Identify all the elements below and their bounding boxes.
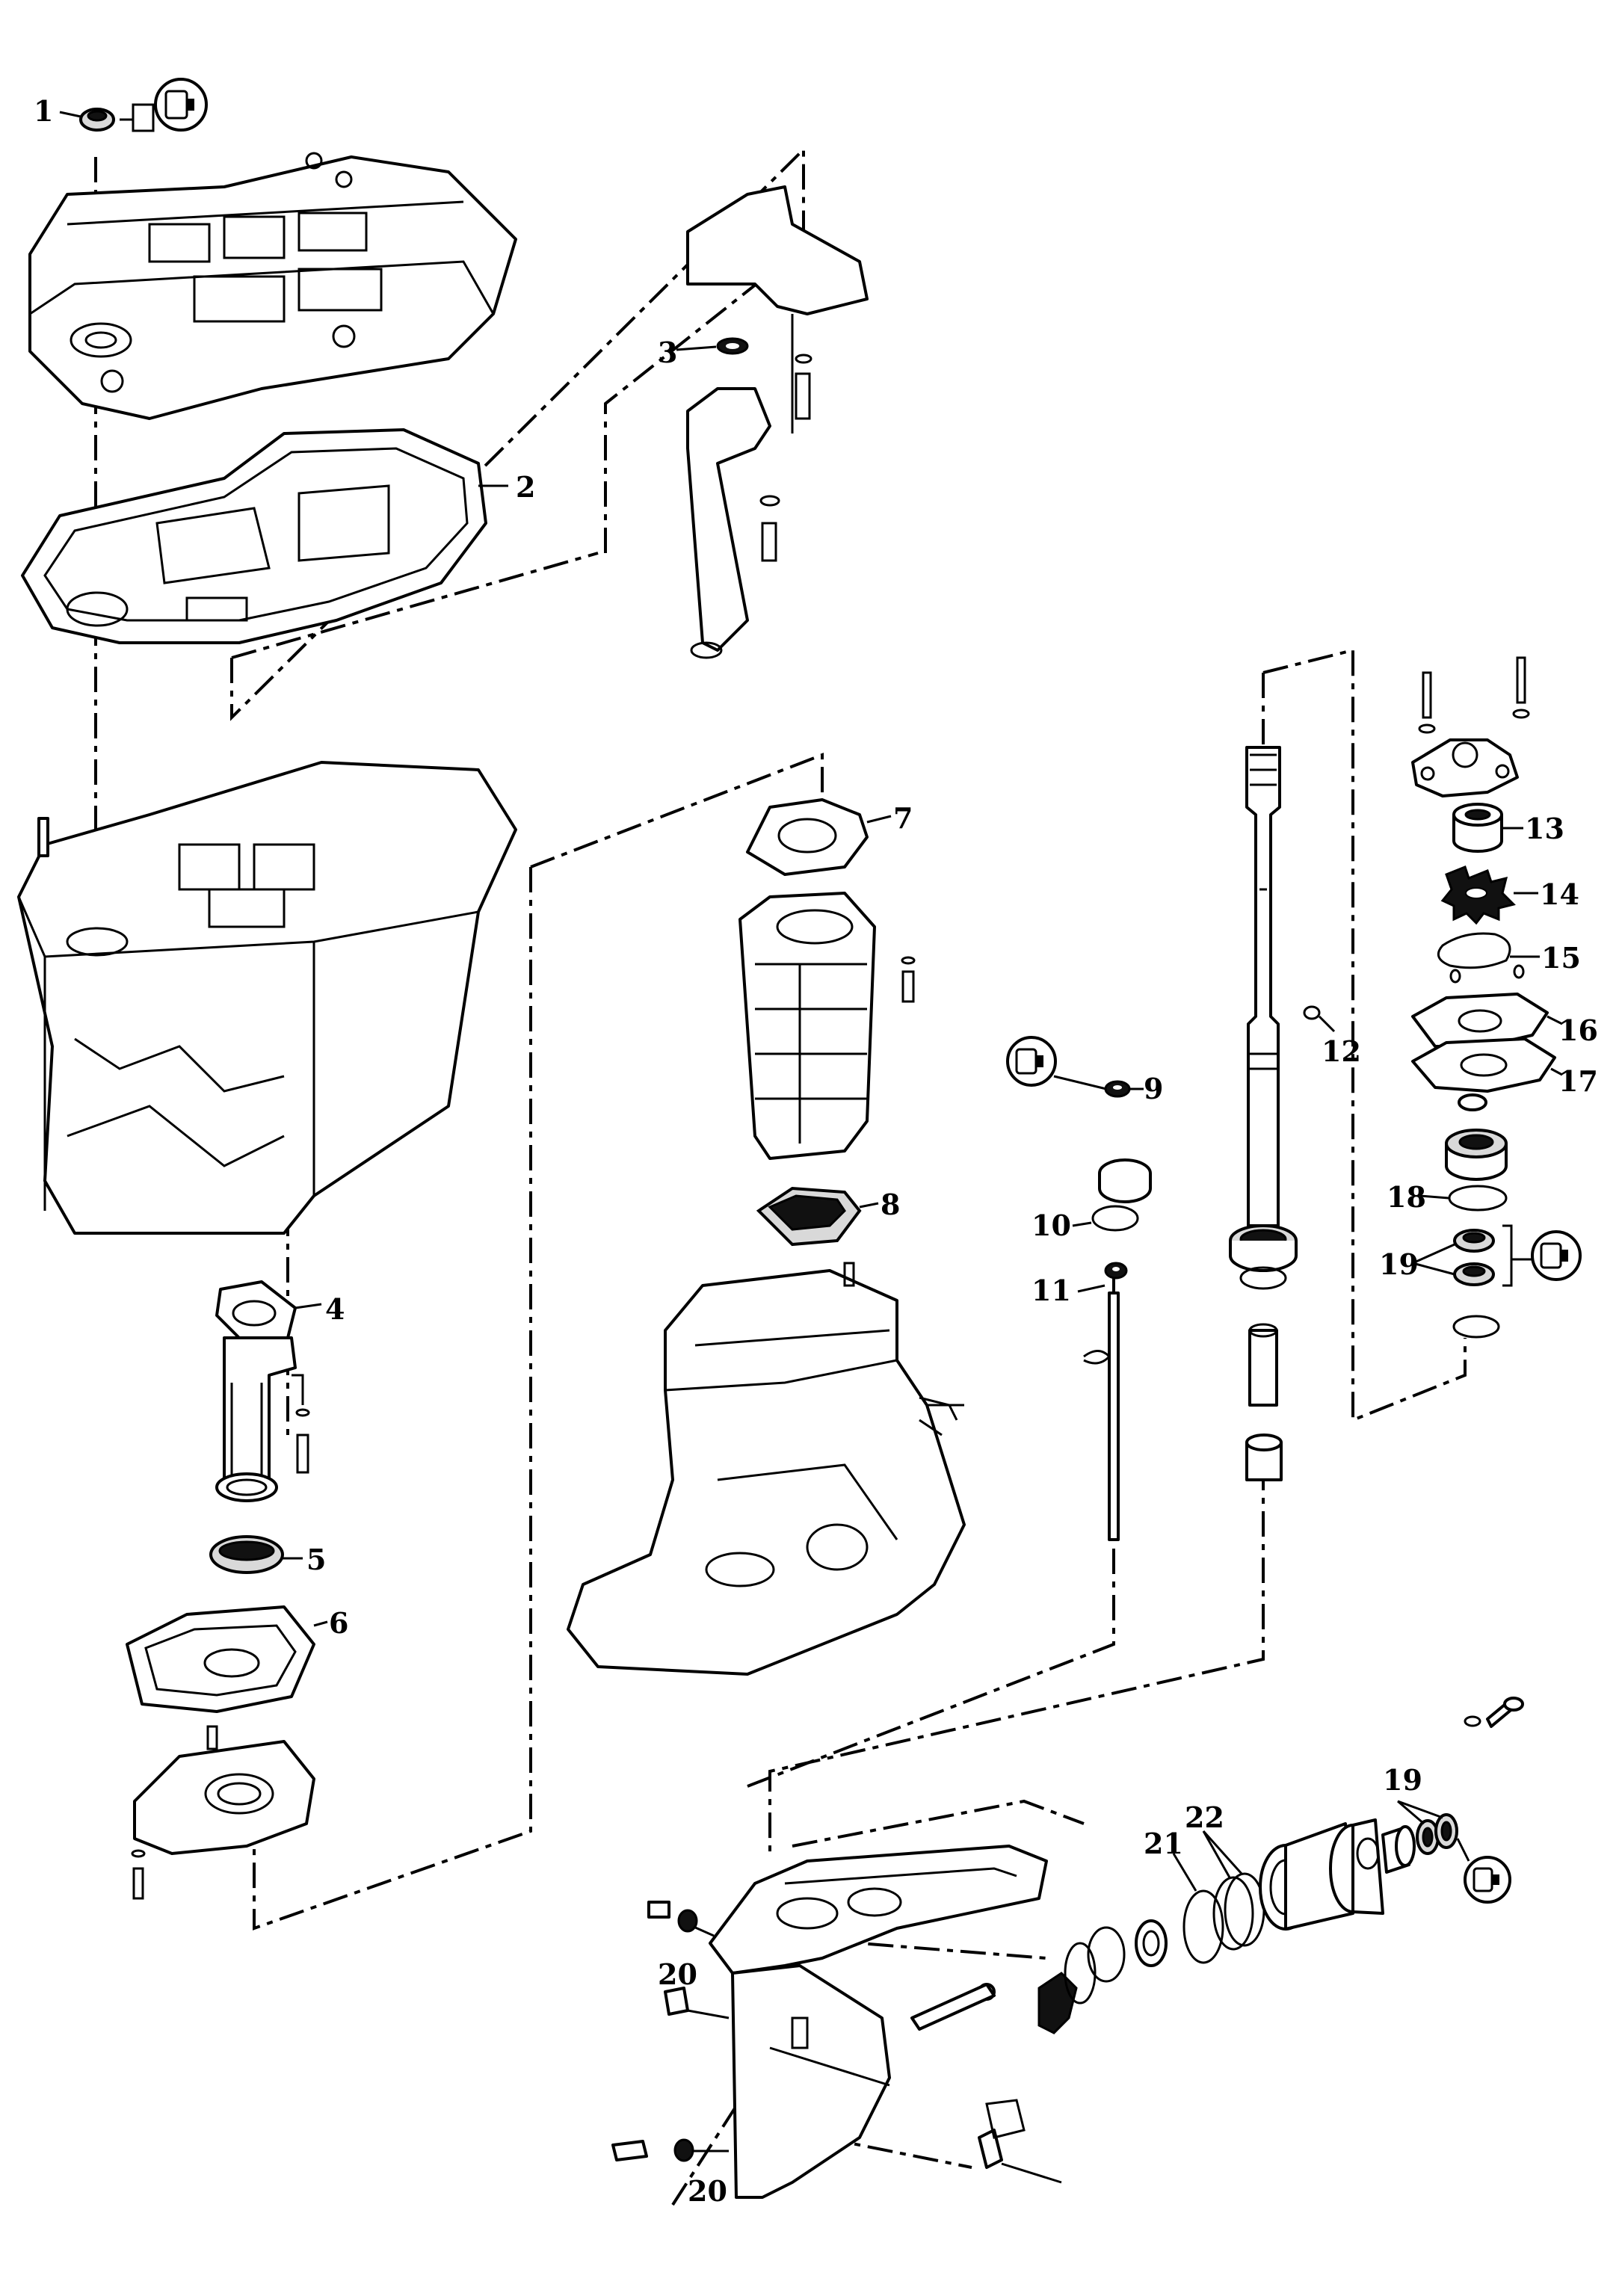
- grease-application-icon: [1531, 1230, 1582, 1281]
- shift-rod-housing: [1098, 1158, 1152, 1203]
- exhaust-plate: [131, 1725, 315, 1900]
- gear-bearings: [1087, 1919, 1168, 1983]
- driveshaft-bearing: [1229, 1224, 1298, 1481]
- callout-14: 14: [1540, 877, 1579, 911]
- callout-2: 2: [516, 470, 535, 504]
- part-17-plate: 17: [1411, 1037, 1598, 1098]
- part-5-seal: 5: [209, 1535, 326, 1576]
- part-8-seal: 8: [756, 1186, 900, 1247]
- callout-17: 17: [1558, 1064, 1598, 1098]
- part-4-gasket: 4: [215, 1280, 345, 1339]
- part-11-bushing: 11: [1032, 1262, 1128, 1307]
- steering-bracket: [686, 185, 869, 659]
- part-15-o-ring: 15: [1437, 932, 1581, 984]
- part-3-washer: 3: [658, 336, 749, 369]
- callout-13: 13: [1525, 812, 1564, 845]
- lower-housing: [567, 1262, 966, 1676]
- part-19-seals-lower: 19: [1383, 1763, 1511, 1904]
- exhaust-manifold: [738, 892, 916, 1160]
- gearcase-small-parts: [664, 1987, 1062, 2184]
- driveshaft-housing: [17, 761, 517, 1235]
- bearing-carrier: [1259, 1818, 1384, 1931]
- assembly-lines: [94, 146, 1467, 2206]
- callout-10: 10: [1032, 1209, 1071, 1242]
- propshaft-bearing: [1381, 1825, 1416, 1874]
- exhaust-tube: [215, 1336, 310, 1502]
- pump-base-parts: [1445, 1093, 1508, 1181]
- callout-9: 9: [1144, 1072, 1163, 1105]
- grease-application-icon: [1006, 1036, 1057, 1087]
- callout-5: 5: [306, 1543, 326, 1576]
- water-pump-housing: [1411, 656, 1530, 797]
- callout-11: 11: [1032, 1274, 1071, 1307]
- callout-12: 12: [1322, 1034, 1361, 1068]
- part-21-o-ring: 21: [1144, 1827, 1224, 1964]
- part-18-o-ring: 18: [1387, 1180, 1508, 1214]
- shift-rod: [1083, 1292, 1120, 1541]
- driveshaft: 12: [1245, 746, 1361, 1227]
- part-7-gasket: 7: [746, 798, 913, 876]
- callout-19-lower: 19: [1383, 1763, 1422, 1797]
- upper-adapter-plate: [28, 152, 517, 420]
- part-20-screw-upper: 20: [647, 1901, 715, 1991]
- part-1-seal: [59, 78, 208, 132]
- anode-bolt: [1464, 1697, 1524, 1728]
- callout-1: 1: [34, 94, 53, 128]
- callout-21: 21: [1144, 1827, 1183, 1860]
- callout-20-lower: 20: [688, 2174, 727, 2208]
- gearcase: [709, 1845, 1048, 2199]
- callout-18: 18: [1387, 1180, 1426, 1214]
- callout-8: 8: [881, 1188, 900, 1221]
- callout-22: 22: [1185, 1800, 1224, 1834]
- part-19-seals-upper: 19: [1379, 1224, 1582, 1287]
- part-2-gasket: 2: [21, 428, 535, 644]
- callout-20-upper: 20: [658, 1957, 697, 1991]
- callout-3: 3: [658, 336, 677, 369]
- callout-16: 16: [1558, 1013, 1598, 1047]
- part-10-o-ring: 10: [1032, 1205, 1139, 1242]
- grease-application-icon: [154, 78, 208, 132]
- part-14-impeller: 14: [1440, 865, 1579, 925]
- callout-15: 15: [1541, 941, 1581, 975]
- pinion-gear: [910, 1942, 1097, 2034]
- callout-4: 4: [325, 1292, 345, 1326]
- grease-application-icon: [1464, 1856, 1511, 1904]
- part-9-seal: 9: [1006, 1036, 1163, 1105]
- part-22-o-rings: 22: [1185, 1800, 1265, 1951]
- callout-7: 7: [893, 801, 913, 835]
- part-6-gasket: 6: [126, 1605, 348, 1713]
- part-13-insert: 13: [1452, 803, 1564, 853]
- callout-19-upper: 19: [1379, 1247, 1419, 1281]
- callout-6: 6: [329, 1606, 348, 1640]
- part-20-screw-lower: 20: [611, 2138, 729, 2208]
- pump-lower-ring: [1452, 1315, 1500, 1339]
